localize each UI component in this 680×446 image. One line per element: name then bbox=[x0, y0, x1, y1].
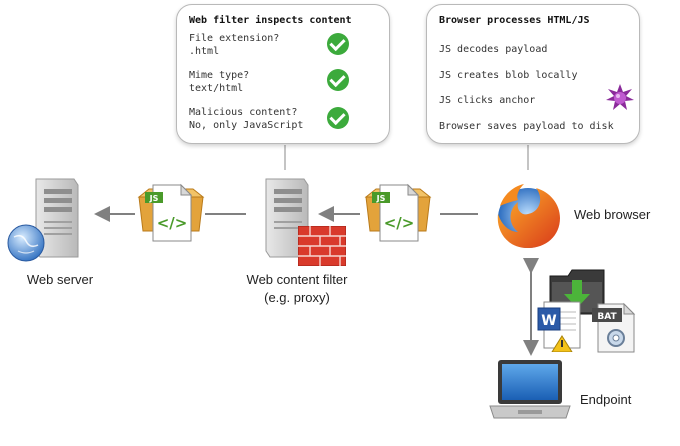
web-server-label: Web server bbox=[26, 272, 94, 287]
bat-label: BAT bbox=[597, 312, 617, 322]
js-badge: JS bbox=[376, 194, 386, 203]
js-package-icon: JS </> bbox=[364, 183, 432, 242]
browser-step: JS decodes payload bbox=[439, 44, 548, 55]
browser-label: Web browser bbox=[574, 207, 651, 222]
firewall-icon bbox=[298, 226, 346, 266]
filter-callout-title: Web filter inspects content bbox=[189, 15, 352, 26]
firefox-icon bbox=[497, 184, 560, 248]
js-badge: JS bbox=[149, 194, 159, 203]
filter-label: Web content filter bbox=[246, 272, 348, 287]
check-icon bbox=[327, 33, 349, 55]
filter-item-question: Mime type? bbox=[189, 70, 250, 81]
check-icon bbox=[327, 107, 349, 129]
filter-item-question: File extension? bbox=[189, 33, 280, 44]
filter-item-answer: text/html bbox=[189, 83, 244, 94]
browser-step: JS clicks anchor bbox=[439, 95, 536, 106]
laptop-icon bbox=[489, 360, 571, 419]
filter-callout: Web filter inspects content File extensi… bbox=[176, 4, 390, 144]
code-glyph: </> bbox=[384, 214, 415, 232]
browser-callout: Browser processes HTML/JS JS decodes pay… bbox=[426, 4, 640, 144]
filter-sublabel: (e.g. proxy) bbox=[264, 290, 330, 305]
browser-callout-title: Browser processes HTML/JS bbox=[439, 15, 590, 26]
browser-step: Browser saves payload to disk bbox=[439, 121, 614, 132]
virus-icon bbox=[606, 84, 634, 110]
word-document-icon: W bbox=[537, 301, 581, 352]
filter-item-question: Malicious content? bbox=[189, 107, 298, 118]
web-server-icon bbox=[7, 178, 79, 262]
word-letter: W bbox=[541, 313, 556, 329]
bat-file-icon: BAT bbox=[592, 302, 636, 353]
code-glyph: </> bbox=[157, 214, 188, 232]
js-package-icon: JS </> bbox=[137, 183, 205, 242]
filter-item-answer: No, only JavaScript bbox=[189, 120, 304, 131]
browser-step: JS creates blob locally bbox=[439, 70, 578, 81]
endpoint-label: Endpoint bbox=[580, 392, 632, 407]
check-icon bbox=[327, 69, 349, 91]
filter-item-answer: .html bbox=[189, 46, 220, 57]
